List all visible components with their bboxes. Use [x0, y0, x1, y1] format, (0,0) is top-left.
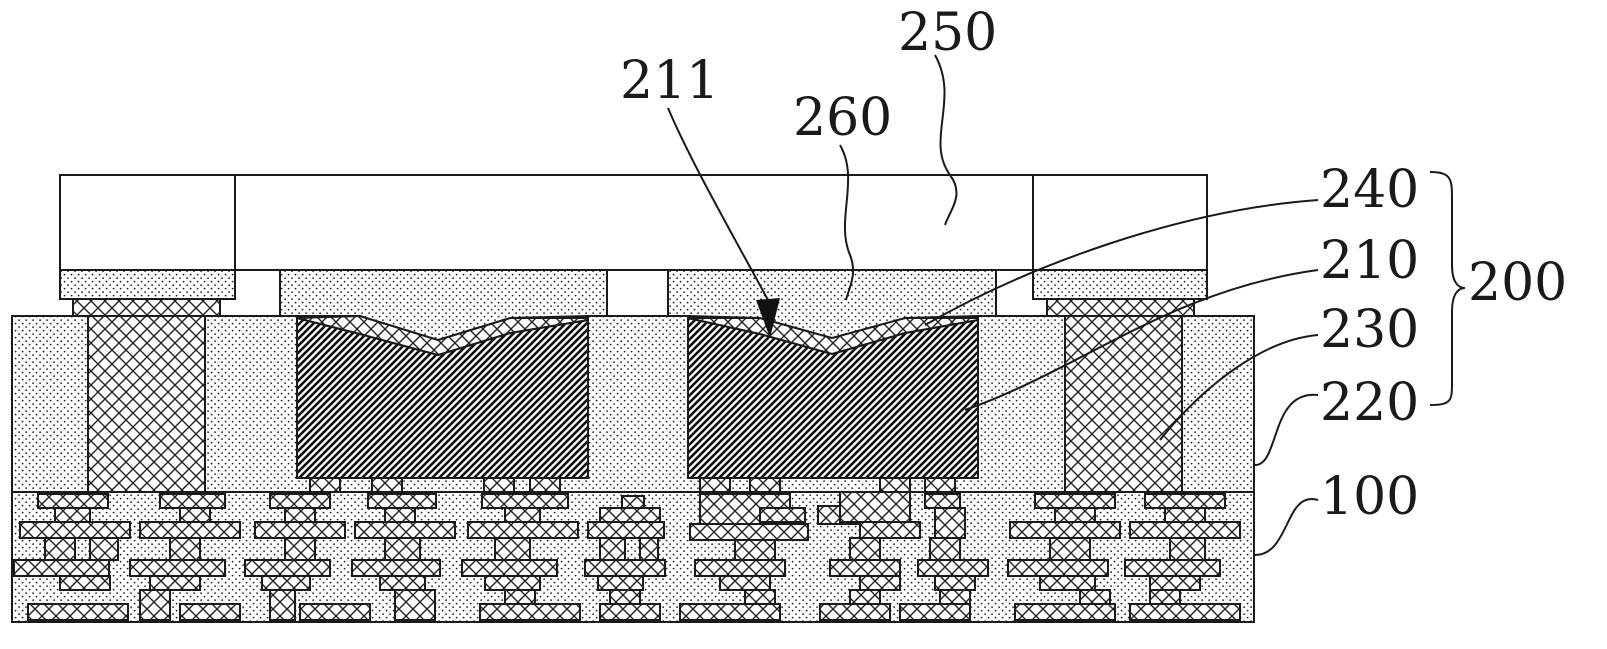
conductive-pillars-230 [72, 298, 1195, 493]
substrate-100 [11, 491, 1255, 623]
label-200: 200 [1468, 253, 1567, 313]
leader-220 [1254, 393, 1319, 466]
cap-layer-250 [59, 174, 1208, 271]
label-211: 211 [620, 51, 719, 111]
leader-240 [924, 199, 1319, 326]
chips-210 [296, 316, 979, 479]
leader-230 [1159, 334, 1319, 441]
leader-260 [839, 144, 855, 301]
leader-100 [1254, 497, 1319, 556]
substrate-wiring-traces [13, 491, 1241, 621]
label-240: 240 [1320, 160, 1419, 220]
leader-210 [964, 269, 1319, 411]
chip-bumps [309, 477, 956, 493]
label-250: 250 [898, 3, 997, 63]
molding-layer-220 [11, 315, 1255, 493]
bonding-layer-260 [59, 269, 1208, 342]
label-230: 230 [1320, 300, 1419, 360]
label-260: 260 [793, 88, 892, 148]
leader-250 [934, 54, 958, 226]
label-220: 220 [1320, 373, 1419, 433]
label-210: 210 [1320, 231, 1419, 291]
leader-211 [667, 107, 769, 301]
arrowhead-211 [756, 298, 780, 338]
brace-200 [1429, 171, 1466, 406]
label-100: 100 [1320, 467, 1419, 527]
leader-lines [667, 54, 1466, 556]
